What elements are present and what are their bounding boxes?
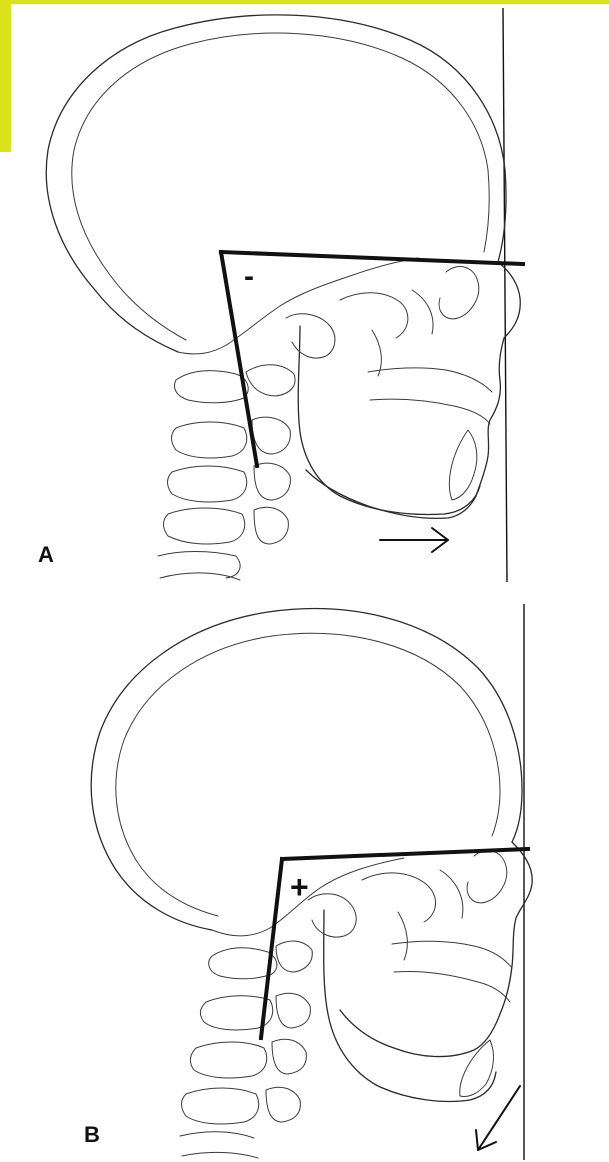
forward-arrow-a (380, 528, 448, 552)
midface-details-a (340, 290, 433, 376)
mandible-a (298, 326, 480, 514)
ramus-b (308, 894, 356, 937)
orbit-b (467, 851, 507, 903)
mandible-b (324, 910, 496, 1101)
cervical-vertebrae-b (180, 941, 312, 1158)
maxilla-a (368, 368, 492, 424)
orbit-a (439, 267, 479, 319)
corner-accent (0, 0, 609, 152)
panel-label-a: A (38, 542, 54, 567)
skull-inner-table-a (72, 33, 489, 340)
midface-details-b (362, 870, 463, 960)
downward-arrow-b (476, 1086, 520, 1150)
horizontal-plane-line-a (221, 252, 523, 264)
facial-profile-b (340, 842, 532, 1057)
angle-sign-b: + (290, 869, 309, 905)
cranial-base-a (178, 258, 418, 354)
angle-sign-a: - (244, 260, 254, 293)
panel-label-b: B (84, 1122, 100, 1147)
mandibular-incisor-a (449, 430, 476, 500)
cervical-tangent-line-b (261, 859, 282, 1038)
vertical-reference-line-a (503, 8, 507, 582)
panel-b: + B (84, 604, 532, 1160)
cervical-vertebrae-a (158, 365, 295, 580)
panel-a: - A (38, 8, 523, 582)
facial-profile-a (306, 262, 520, 518)
skull-outline-a (46, 15, 506, 352)
ramus-a (286, 314, 335, 358)
maxilla-b (392, 941, 512, 1002)
horizontal-plane-line-b (282, 849, 528, 859)
